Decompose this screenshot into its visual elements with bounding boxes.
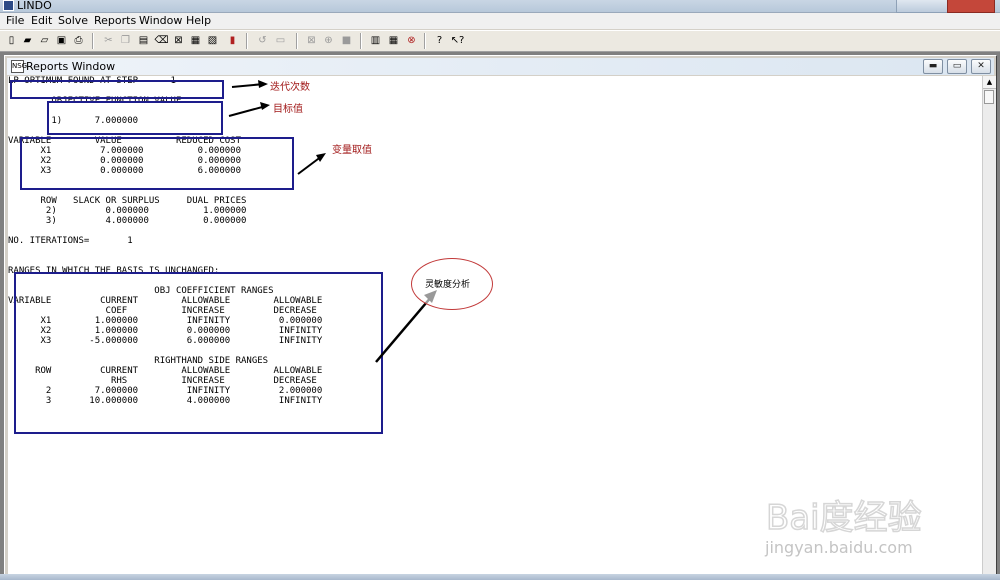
report-line: RHS INCREASE DECREASE (8, 376, 317, 386)
report-line: ROW CURRENT ALLOWABLE ALLOWABLE (8, 366, 323, 376)
options-icon[interactable]: ▭ (275, 34, 286, 46)
zoom-out-icon[interactable]: ⊕ (324, 34, 333, 46)
menu-bar: File Edit Solve Reports Window Help (0, 13, 1000, 29)
objective-highlight-box (47, 101, 223, 135)
menu-window[interactable]: Window (139, 14, 183, 27)
open-icon[interactable]: ▰ (23, 34, 32, 46)
copy-icon[interactable]: ❐ (121, 34, 130, 46)
mdi-area: NSG Reports Window ▬ ▭ ✕ LP OPTIMUM FOUN… (0, 52, 1000, 580)
reports-window-title-bar: NSG Reports Window ▬ ▭ ✕ (7, 58, 994, 75)
help-icon[interactable]: ? (436, 34, 443, 46)
reports-window-icon: NSG (11, 60, 27, 73)
baidu-watermark-logo: Bai度经验 (766, 497, 922, 536)
cancel-icon[interactable]: ▦ (190, 34, 201, 46)
label-iterations: 迭代次数 (270, 82, 310, 93)
label-variables: 变量取值 (332, 145, 372, 156)
report-line: RANGES IN WHICH THE BASIS IS UNCHANGED: (8, 266, 220, 276)
app-title-bar: LINDO (0, 0, 1000, 13)
toolbar: ▯ ▰ ▱ ▣ ⎙ ✂ ❐ ▤ ⌫ ⊠ ▦ ▧ ▮ ↺ ▭ ⊠ ⊕ ■ ▥ ▦ … (0, 30, 1000, 52)
context-help-icon[interactable]: ↖? (450, 34, 465, 46)
toolbar-separator (424, 33, 426, 49)
print-icon[interactable]: ⎙ (74, 34, 83, 46)
save-icon[interactable]: ▣ (56, 34, 67, 46)
arrow-head (260, 102, 270, 110)
variables-highlight-box (20, 137, 294, 190)
arrow-head (316, 153, 326, 162)
report-line: 1) 7.000000 (8, 116, 139, 126)
arrow-objective (228, 105, 267, 117)
toolbar-separator (246, 33, 248, 49)
report-line: VARIABLE VALUE REDUCED COST (8, 136, 241, 146)
arrow-sensitivity (375, 295, 433, 363)
label-sensitivity: 灵敏度分析 (425, 280, 471, 290)
report-line: RIGHTHAND SIDE RANGES (8, 356, 269, 366)
open-save-icon[interactable]: ▱ (40, 34, 49, 46)
minimize-icon[interactable]: ▬ (923, 59, 943, 74)
watermark-url: jingyan.baidu.com (765, 538, 913, 557)
scroll-thumb[interactable] (984, 90, 994, 104)
cascade-icon[interactable]: ▦ (388, 34, 399, 46)
app-icon (3, 0, 14, 11)
menu-reports[interactable]: Reports (94, 14, 137, 27)
report-line: X1 1.000000 INFINITY 0.000000 (8, 316, 323, 326)
sensitivity-callout-ellipse (411, 258, 493, 310)
watermark-logo-text: Bai度经验 (766, 498, 922, 536)
menu-solve[interactable]: Solve (58, 14, 89, 27)
stop-icon[interactable]: ■ (341, 34, 352, 46)
new-icon[interactable]: ▯ (8, 34, 15, 46)
close-icon[interactable]: ✕ (971, 59, 991, 74)
zoom-in-icon[interactable]: ⊠ (307, 34, 316, 46)
arrow-variables (297, 155, 323, 175)
report-line: 2 7.000000 INFINITY 2.000000 (8, 386, 323, 396)
scroll-up-icon[interactable]: ▲ (983, 76, 996, 89)
report-text-area[interactable]: LP OPTIMUM FOUND AT STEP 1 OBJECTIVE FUN… (8, 76, 982, 576)
solve-icon[interactable]: ▮ (229, 34, 236, 46)
report-line: OBJ COEFFICIENT RANGES (8, 286, 274, 296)
reports-window-title: Reports Window (26, 60, 116, 73)
menu-edit[interactable]: Edit (31, 14, 53, 27)
report-line: X2 0.000000 0.000000 (8, 156, 242, 166)
report-line: ROW SLACK OR SURPLUS DUAL PRICES (8, 196, 247, 206)
close-all-icon[interactable]: ⊗ (407, 34, 416, 46)
clear-icon[interactable]: ⌫ (154, 34, 169, 46)
report-line: X3 -5.000000 6.000000 INFINITY (8, 336, 323, 346)
taskbar (0, 574, 1000, 580)
report-line: X3 0.000000 6.000000 (8, 166, 242, 176)
label-objective: 目标值 (273, 104, 303, 115)
go-to-icon[interactable]: ▧ (207, 34, 218, 46)
undo-icon[interactable]: ↺ (258, 34, 267, 46)
find-icon[interactable]: ⊠ (174, 34, 183, 46)
report-line: 3) 4.000000 0.000000 (8, 216, 247, 226)
report-line: 3 10.000000 4.000000 INFINITY (8, 396, 323, 406)
toolbar-separator (92, 33, 94, 49)
toolbar-separator (296, 33, 298, 49)
app-title: LINDO (17, 0, 52, 12)
menu-help[interactable]: Help (186, 14, 212, 27)
vertical-scrollbar[interactable]: ▲ (982, 76, 996, 576)
iterations-highlight-box (10, 80, 224, 99)
report-line: VARIABLE CURRENT ALLOWABLE ALLOWABLE (8, 296, 323, 306)
app-close-button[interactable] (947, 0, 995, 13)
report-line: COEF INCREASE DECREASE (8, 306, 317, 316)
tile-icon[interactable]: ▥ (370, 34, 381, 46)
maximize-icon[interactable]: ▭ (947, 59, 967, 74)
report-line: X1 7.000000 0.000000 (8, 146, 242, 156)
report-line: NO. ITERATIONS= 1 (8, 236, 133, 246)
arrow-head (258, 80, 268, 88)
menu-file[interactable]: File (6, 14, 25, 27)
paste-icon[interactable]: ▤ (138, 34, 149, 46)
report-line: 2) 0.000000 1.000000 (8, 206, 247, 216)
reports-window: NSG Reports Window ▬ ▭ ✕ LP OPTIMUM FOUN… (4, 55, 997, 580)
cut-icon[interactable]: ✂ (104, 34, 113, 46)
report-line: X2 1.000000 0.000000 INFINITY (8, 326, 323, 336)
toolbar-separator (360, 33, 362, 49)
